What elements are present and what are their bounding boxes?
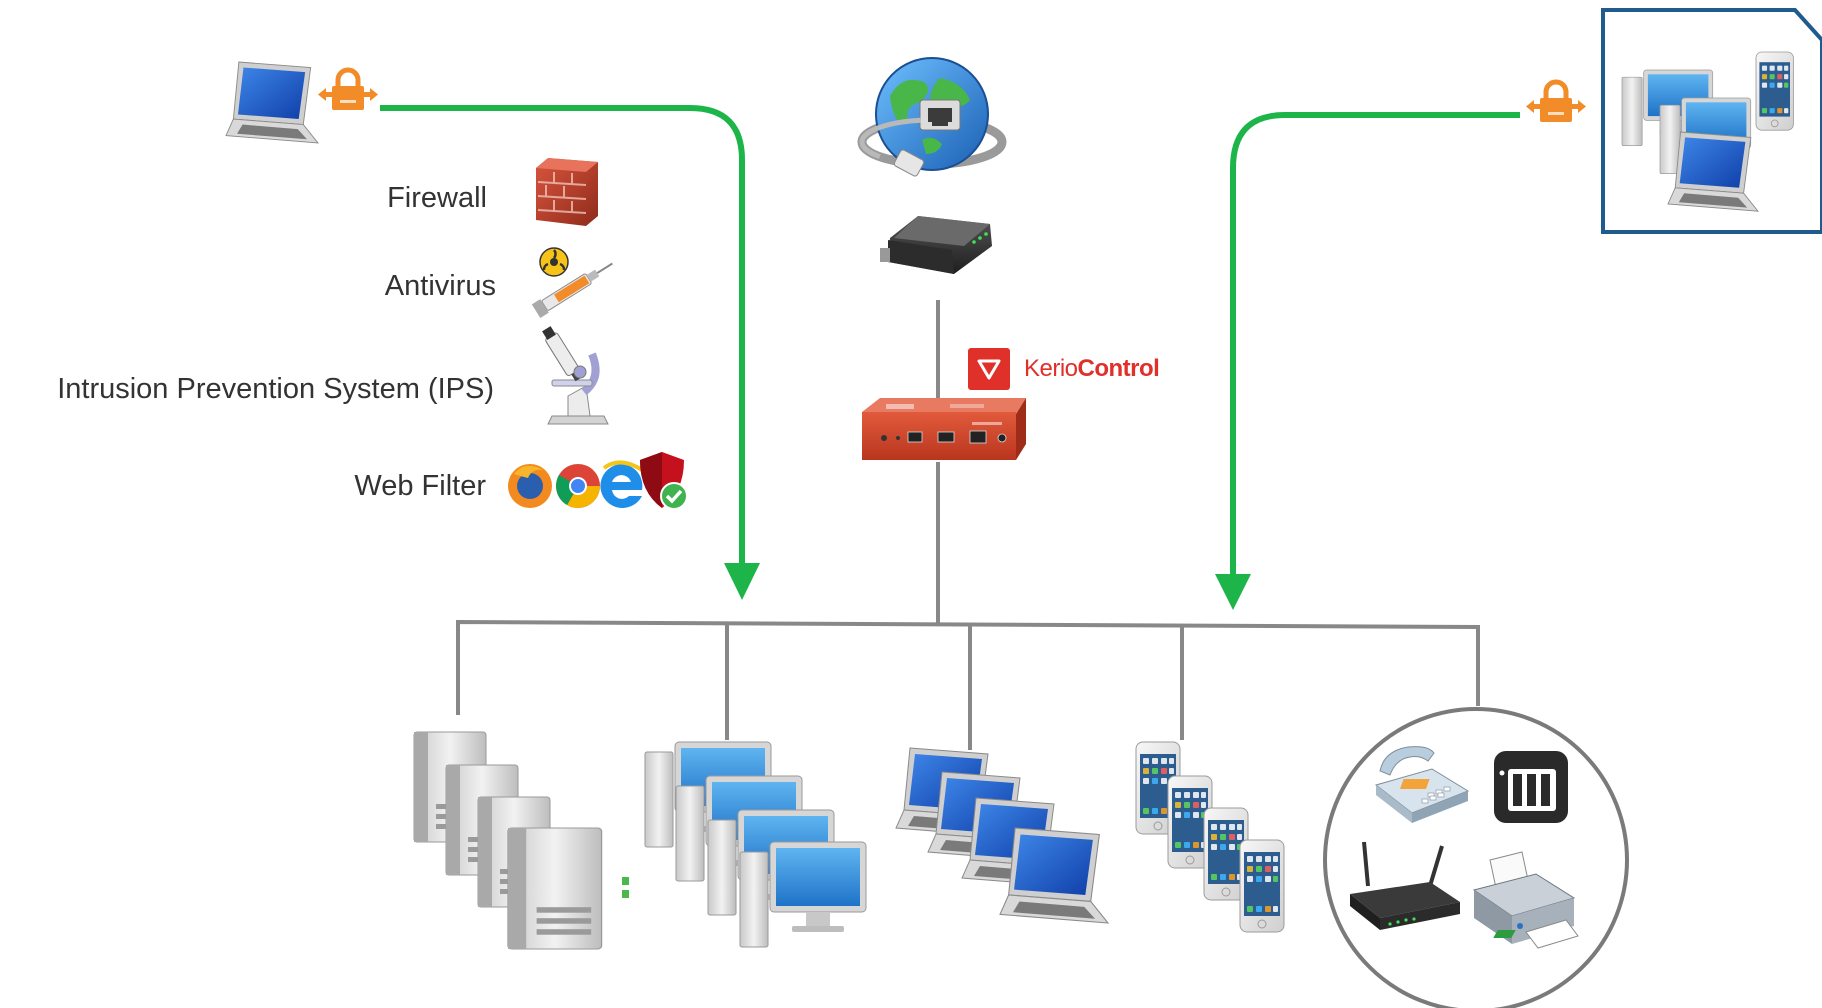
vpn-arrow-right [1215,112,1520,610]
brick-wall-icon [536,158,598,226]
remote-user-laptop-icon [225,61,319,144]
browser-shield-icon [508,452,688,510]
brand-name-bold: Control [1077,355,1160,382]
kerio-control-wordmark: KerioControl [1024,355,1160,383]
remote-office-laptop-icon [1667,131,1759,212]
feature-label-web-filter: Web Filter [354,470,486,502]
printer-icon [1472,851,1579,949]
brand-name-light: Kerio [1024,355,1078,382]
vpn-lock-icon-left [318,70,378,110]
kerio-shield-icon [968,348,1010,390]
lan-wiring [456,300,1480,750]
syringe-biohazard-icon [531,247,613,318]
laptops-group-icon [895,747,1109,924]
modem-icon [880,216,992,274]
wifi-router-icon [1350,841,1460,930]
internet-globe-icon [857,57,1007,177]
nas-icon [1494,751,1568,823]
microscope-icon [542,326,609,425]
remote-office-box [1601,8,1822,234]
peripherals-circle [1323,707,1629,1008]
kerio-control-logo: KerioControl [968,348,1160,390]
feature-label-ips: Intrusion Prevention System (IPS) [57,373,494,405]
vpn-arrow-left [380,105,760,600]
feature-label-antivirus: Antivirus [384,270,496,302]
vpn-lock-icon-right [1526,82,1586,122]
smartphones-group-icon [1135,741,1285,933]
remote-office-phone-icon [1755,51,1794,131]
kerio-control-appliance-icon [862,398,1026,460]
feature-label-firewall: Firewall [387,182,487,214]
servers-group-icon [413,731,629,950]
desktops-group-icon [644,741,867,948]
desk-phone-icon [1374,746,1470,823]
